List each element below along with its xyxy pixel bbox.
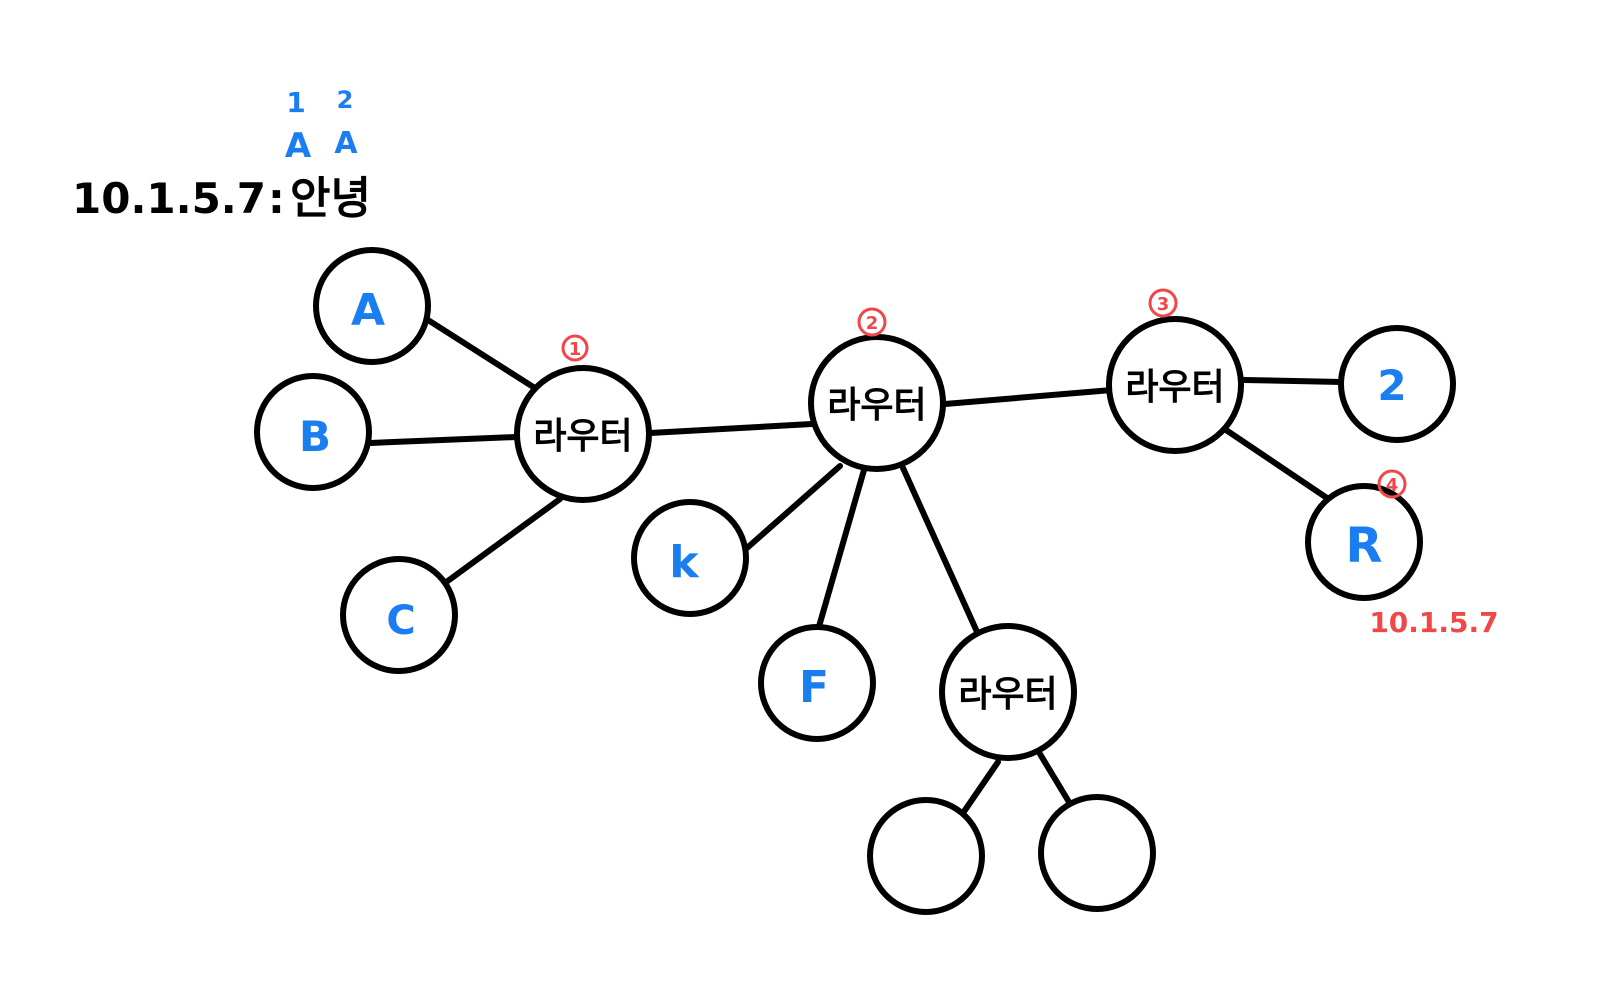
router-3: 라우터	[1106, 316, 1244, 454]
router-1-label: 라우터	[533, 416, 632, 457]
hop-mark-4: 4	[1377, 469, 1407, 499]
leaf-node-1	[867, 797, 985, 915]
edge-router3-r	[1223, 427, 1330, 501]
edge-router2-router3	[942, 387, 1115, 407]
host-r-address: 10.1.5.7	[1369, 606, 1498, 639]
index-letter-1: A	[285, 126, 312, 166]
edge-router4-leaf2	[1037, 751, 1075, 810]
index-mark-1: 1	[286, 86, 305, 119]
edge-router3-2	[1241, 377, 1345, 385]
header-address: 10.1.5.7	[72, 174, 266, 223]
hop-mark-1: 1	[561, 334, 589, 362]
host-r-label: R	[1346, 518, 1383, 574]
header-annotation: 1 2 A A 10.1.5.7 : 안녕	[72, 86, 371, 224]
hop-mark-1-label: 1	[569, 339, 582, 360]
host-2-label: 2	[1377, 361, 1406, 410]
router-2: 라우터	[808, 334, 946, 472]
hop-mark-4-label: 4	[1386, 475, 1399, 496]
edge-c-router1	[442, 496, 563, 586]
host-a: A	[313, 247, 431, 365]
router-3-label: 라우터	[1125, 367, 1224, 408]
edges	[367, 317, 1345, 816]
edge-router1-router2	[647, 421, 815, 436]
router-4-label: 라우터	[958, 674, 1057, 715]
leaf-node-2	[1038, 794, 1156, 912]
edge-router2-router4	[900, 465, 981, 637]
host-b-label: B	[299, 412, 331, 461]
hop-mark-3-label: 3	[1157, 294, 1170, 315]
host-f: F	[758, 624, 876, 742]
hop-mark-2: 2	[857, 307, 887, 337]
host-c-label: C	[386, 598, 415, 644]
router-4: 라우터	[939, 623, 1077, 761]
edge-b-router1	[367, 434, 519, 446]
edge-router2-f	[815, 467, 867, 633]
router-2-label: 라우터	[827, 385, 926, 426]
host-a-label: A	[351, 285, 385, 336]
hop-mark-2-label: 2	[866, 313, 879, 334]
router-1: 라우터	[514, 365, 652, 503]
host-b: B	[254, 373, 372, 491]
header-greeting: 안녕	[290, 173, 371, 224]
host-c: C	[340, 556, 458, 674]
host-r: R	[1305, 483, 1423, 601]
edge-router2-k	[744, 463, 843, 551]
edge-router4-leaf1	[960, 759, 1001, 816]
host-k-label: k	[669, 537, 700, 588]
edge-a-router1	[425, 317, 541, 393]
host-2: 2	[1338, 325, 1456, 443]
header-separator: :	[268, 174, 285, 223]
host-f-label: F	[799, 662, 829, 713]
index-letter-2: A	[334, 126, 358, 161]
index-mark-2: 2	[337, 86, 354, 114]
host-k: k	[631, 499, 749, 617]
hop-mark-3: 3	[1148, 288, 1178, 318]
